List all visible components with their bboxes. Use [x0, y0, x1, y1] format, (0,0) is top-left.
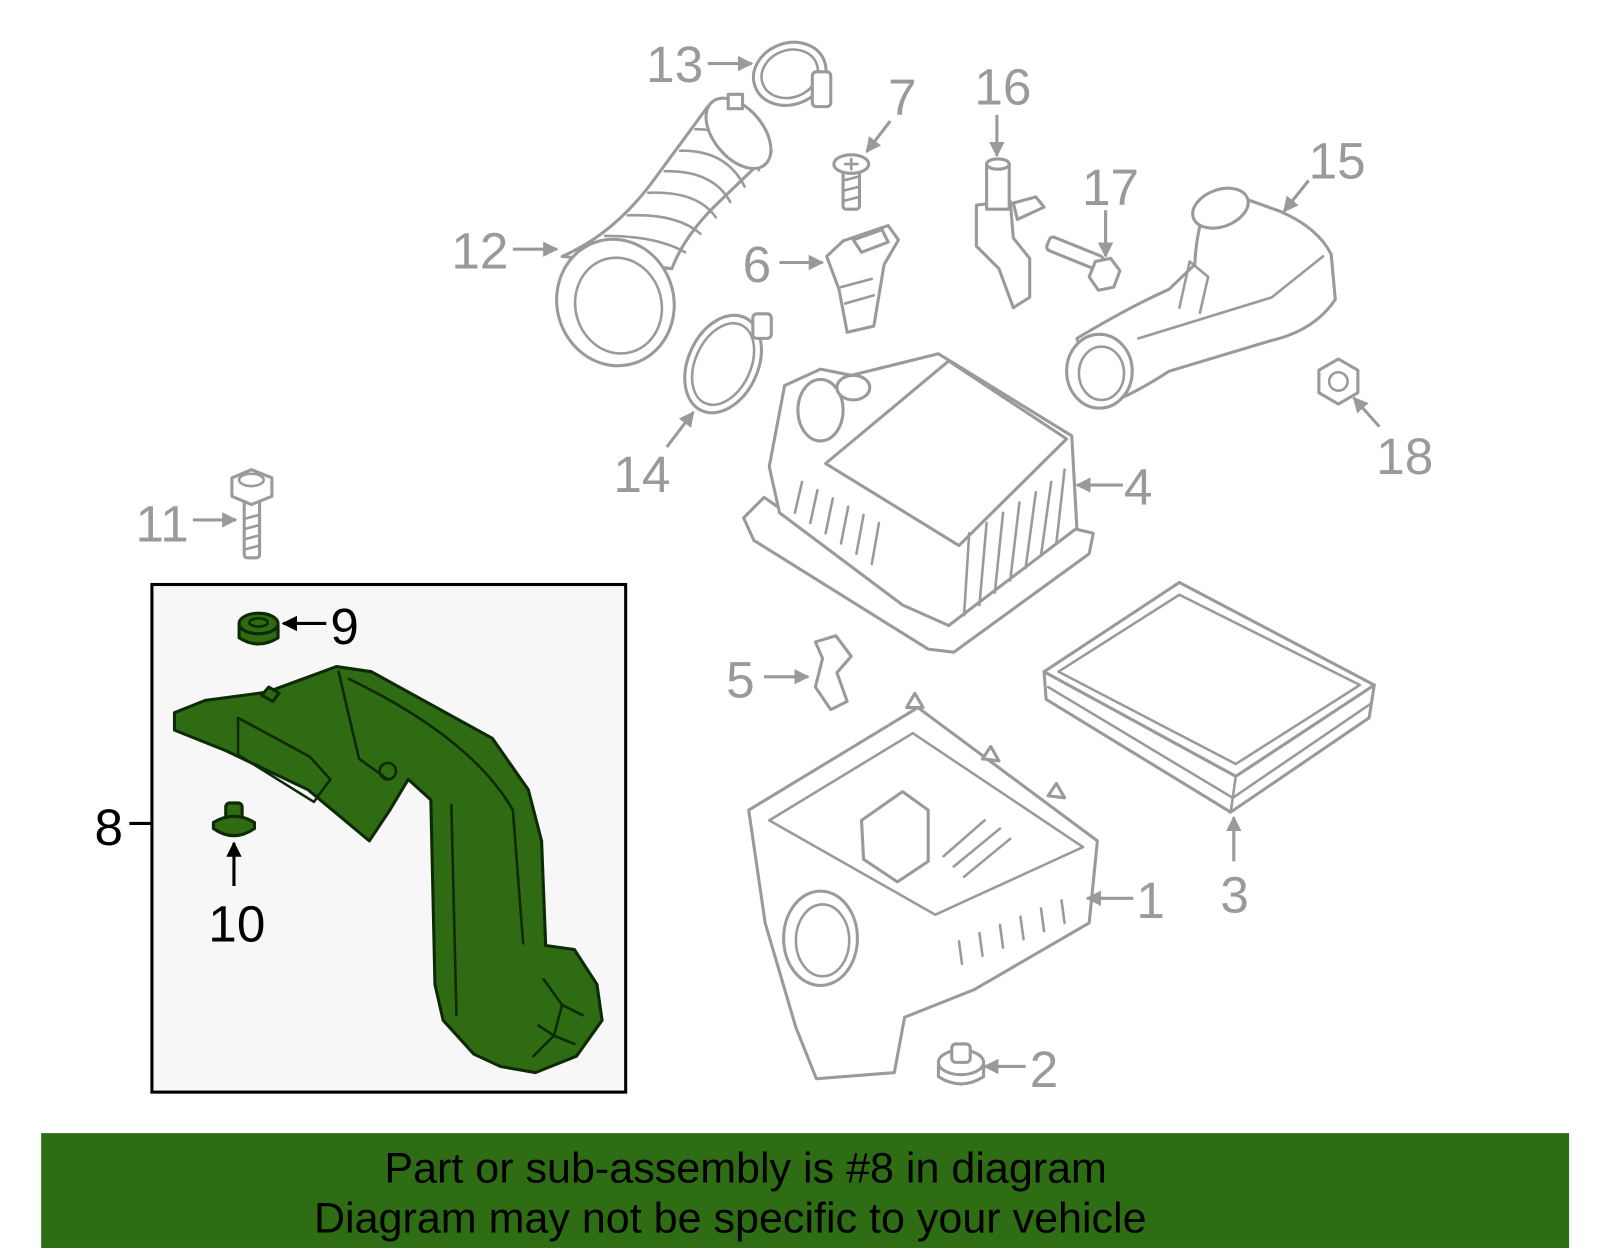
part-12-tab	[726, 92, 745, 111]
part-1-port-inner	[794, 903, 851, 978]
callout-14-label: 14	[613, 446, 670, 503]
part-8-tab	[260, 685, 281, 703]
callout-4-label: 4	[1124, 459, 1153, 516]
part-9-top	[237, 611, 280, 636]
part-6-detail	[839, 277, 876, 305]
part-16-plate	[974, 199, 1032, 310]
part-12-illustration	[555, 92, 773, 368]
callout-14-leader	[665, 411, 695, 449]
part-8-body	[172, 665, 604, 1075]
callout-16-label: 16	[974, 59, 1031, 116]
callout-11-label: 11	[136, 495, 189, 552]
part-1-inner-wall	[859, 790, 930, 884]
part-13-ring-inner	[760, 48, 820, 100]
callout-1-label: 1	[1136, 872, 1165, 929]
callout-6-label: 6	[743, 236, 772, 293]
part-17-illustration	[1045, 235, 1122, 292]
part-18-hex	[1317, 357, 1360, 406]
part-8-mount-hole	[378, 761, 398, 781]
part-3-illustration	[1042, 580, 1376, 814]
part-3-top-inner	[1057, 593, 1362, 766]
callout-18-label: 18	[1376, 428, 1433, 485]
part-4-illustration	[742, 352, 1095, 654]
part-12-ribs	[603, 127, 761, 254]
part-7-threads	[841, 175, 861, 203]
part-3-edge	[1046, 685, 1373, 814]
part-4-cap	[835, 373, 872, 402]
part-8-illustration	[172, 665, 604, 1075]
banner-line-2: Diagram may not be specific to your vehi…	[314, 1195, 1147, 1243]
part-18-hole	[1327, 370, 1349, 392]
part-18-illustration	[1317, 357, 1360, 406]
part-6-plug	[851, 228, 890, 254]
part-14-illustration	[683, 312, 773, 415]
part-13-illustration	[751, 40, 833, 109]
part-7-illustration	[832, 153, 871, 211]
part-13-buckle	[810, 70, 833, 109]
part-1-ribs	[942, 819, 1066, 966]
part-1-tabs	[905, 691, 1067, 800]
part-2-illustration	[936, 1042, 986, 1086]
part-10-illustration	[211, 801, 256, 838]
part-11-illustration	[230, 468, 274, 560]
callout-15-leader	[1282, 179, 1310, 213]
part-6-body	[825, 224, 900, 334]
part-17-head	[1087, 256, 1122, 292]
callout-7-label: 7	[888, 69, 917, 126]
part-9-hole	[248, 617, 270, 628]
part-11-threads	[242, 513, 261, 551]
part-1-illustration	[747, 691, 1099, 1081]
part-15-edge	[1137, 255, 1325, 340]
callout-18-leader	[1352, 396, 1381, 428]
part-15-outlet	[1065, 332, 1134, 410]
part-5-body	[813, 634, 853, 712]
part-11-head-top	[237, 472, 265, 488]
callout-8-label: 8	[94, 799, 123, 856]
callout-13-label: 13	[646, 36, 703, 93]
part-4-top-face	[824, 359, 1069, 548]
callout-9-label: 9	[330, 598, 359, 655]
info-banner	[41, 1133, 1570, 1248]
part-2-stem	[950, 1042, 972, 1064]
callout-5-label: 5	[726, 651, 755, 708]
part-4-ribs	[793, 468, 1066, 617]
part-16-cylinder-top	[985, 157, 1011, 171]
part-14-ring-inner	[690, 322, 756, 407]
callout-15-label: 15	[1309, 132, 1366, 189]
part-16-cylinder	[985, 162, 1011, 211]
callout-2-label: 2	[1030, 1041, 1059, 1098]
part-10-head	[211, 814, 256, 838]
part-12-small-end	[704, 96, 773, 171]
part-15-outlet-inner	[1077, 345, 1126, 402]
part-15-illustration	[1065, 186, 1337, 410]
part-4-port	[796, 377, 845, 443]
callout-10-label: 10	[208, 895, 265, 952]
part-16-illustration	[974, 157, 1046, 310]
callout-7-leader	[865, 120, 892, 153]
part-1-rim	[767, 731, 1085, 916]
part-15-inlet	[1191, 186, 1250, 230]
banner-line-1: Part or sub-assembly is #8 in diagram	[384, 1144, 1107, 1192]
part-7-cross	[843, 157, 859, 171]
part-12-large-end-inner	[573, 256, 664, 355]
part-14-buckle	[751, 312, 773, 340]
part-8-outlet-grille	[532, 978, 584, 1058]
part-8-rim	[337, 670, 525, 1017]
part-15-body	[1075, 189, 1337, 408]
callout-3-label: 3	[1220, 867, 1249, 924]
part-8-opening	[236, 716, 332, 804]
part-1-body	[747, 706, 1099, 1081]
part-14-ring	[683, 313, 763, 415]
callout-12-label: 12	[451, 223, 508, 280]
part-9-illustration	[237, 611, 280, 646]
part-6-illustration	[825, 224, 900, 334]
callout-17-label: 17	[1082, 159, 1139, 216]
part-16-tab	[1011, 195, 1046, 221]
part-5-illustration	[813, 634, 853, 712]
